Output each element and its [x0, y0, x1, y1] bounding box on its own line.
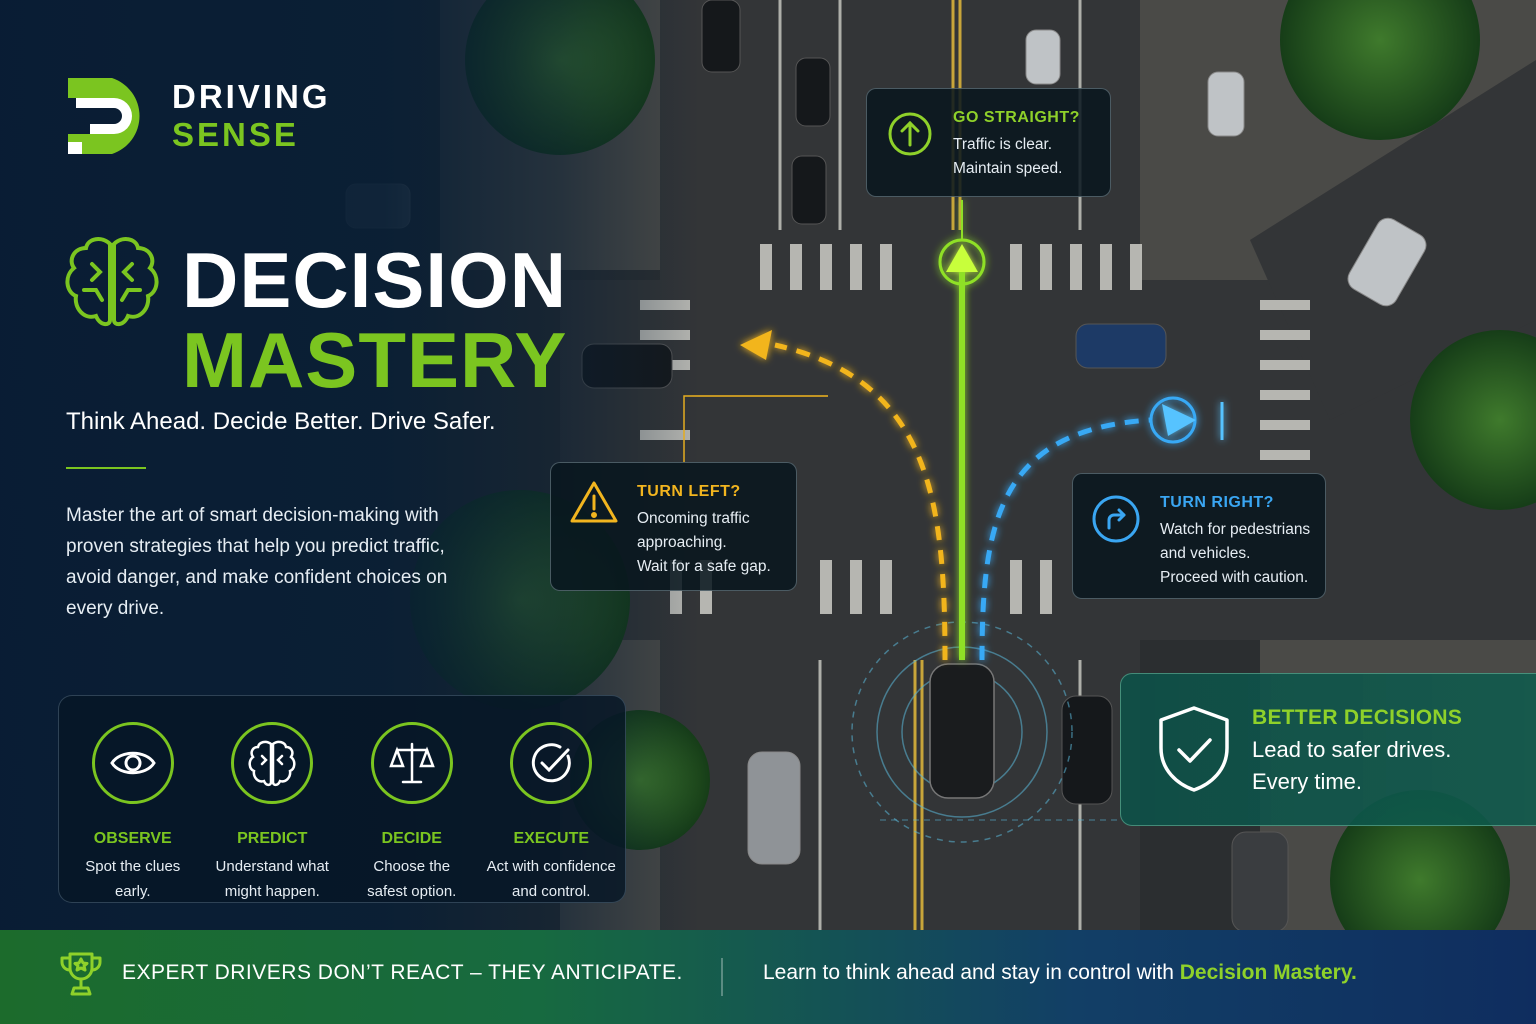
eye-icon — [91, 722, 174, 804]
step-observe: OBSERVE Spot the clues early. — [63, 696, 203, 902]
divider — [66, 467, 146, 469]
callout-title: GO STRAIGHT? — [953, 109, 1080, 126]
brand-logo: DRIVING SENSE — [62, 72, 331, 160]
step-decide: DECIDE Choose the safest option. — [342, 696, 482, 902]
callout-text: Oncoming traffic — [637, 510, 750, 527]
callout-text: approaching. — [637, 534, 727, 551]
intro-paragraph: Master the art of smart decision-making … — [66, 505, 448, 619]
step-desc: Choose the — [373, 858, 451, 875]
step-title: PREDICT — [237, 830, 308, 847]
callout-text: Traffic is clear. — [953, 136, 1053, 153]
footer-banner: EXPERT DRIVERS DON’T REACT – THEY ANTICI… — [0, 930, 1536, 1024]
callout-title: TURN RIGHT? — [1160, 494, 1274, 511]
brain-icon — [65, 237, 159, 327]
callout-text: and vehicles. — [1160, 545, 1251, 562]
footer-separator — [721, 958, 723, 996]
step-desc: might happen. — [224, 883, 320, 900]
brand-name-line2: SENSE — [172, 116, 299, 153]
step-desc: Spot the clues — [85, 858, 181, 875]
callout-text: Maintain speed. — [953, 160, 1063, 177]
step-execute: EXECUTE Act with confidence and control. — [482, 696, 622, 902]
callout-text: Watch for pedestrians — [1160, 521, 1311, 538]
title-line2: MASTERY — [182, 316, 568, 404]
callout-go-straight: GO STRAIGHT? Traffic is clear. Maintain s… — [866, 88, 1111, 197]
callout-text: Proceed with caution. — [1160, 569, 1309, 586]
title-line1: DECISION — [182, 236, 568, 324]
callout-title: TURN LEFT? — [637, 483, 741, 500]
step-title: EXECUTE — [513, 830, 590, 847]
step-title: OBSERVE — [93, 830, 172, 847]
step-title: DECIDE — [381, 830, 442, 847]
step-desc: and control. — [512, 883, 591, 900]
better-decisions-panel: BETTER DECISIONS Lead to safer drives. Ev… — [1120, 673, 1536, 826]
shield-check-icon — [1159, 706, 1229, 792]
warning-icon — [570, 481, 618, 523]
callout-turn-left: TURN LEFT? Oncoming traffic approaching. W… — [550, 462, 797, 591]
step-desc: safest option. — [367, 883, 457, 900]
arrow-up-icon — [888, 112, 932, 156]
driving-sense-logo-icon — [68, 78, 140, 154]
callout-text: Wait for a safe gap. — [637, 558, 771, 575]
footer-slogan: EXPERT DRIVERS DON’T REACT – THEY ANTICI… — [122, 961, 683, 984]
trophy-icon — [60, 952, 102, 996]
step-predict: PREDICT Understand what might happen. — [203, 696, 343, 902]
brain-icon — [231, 722, 314, 804]
footer-highlight: Decision Mastery. — [1179, 961, 1357, 984]
steps-panel: OBSERVE Spot the clues early. PREDICT Und… — [58, 695, 626, 903]
tagline: Think Ahead. Decide Better. Drive Safer. — [66, 408, 496, 435]
footer-message: Learn to think ahead and stay in control… — [763, 961, 1357, 985]
better-decisions-text: Lead to safer drives. — [1252, 737, 1452, 762]
turn-right-icon — [1092, 495, 1140, 543]
step-desc: Act with confidence — [486, 858, 616, 875]
step-desc: Understand what — [215, 858, 329, 875]
brand-name-line1: DRIVING — [172, 78, 331, 115]
better-decisions-text: Every time. — [1252, 769, 1363, 794]
check-circle-icon — [510, 722, 593, 804]
scales-icon — [370, 722, 453, 804]
step-desc: early. — [114, 883, 151, 900]
callout-turn-right: TURN RIGHT? Watch for pedestrians and veh… — [1072, 473, 1326, 599]
footer-message-text: Learn to think ahead and stay in control… — [763, 961, 1180, 984]
better-decisions-title: BETTER DECISIONS — [1252, 706, 1463, 729]
